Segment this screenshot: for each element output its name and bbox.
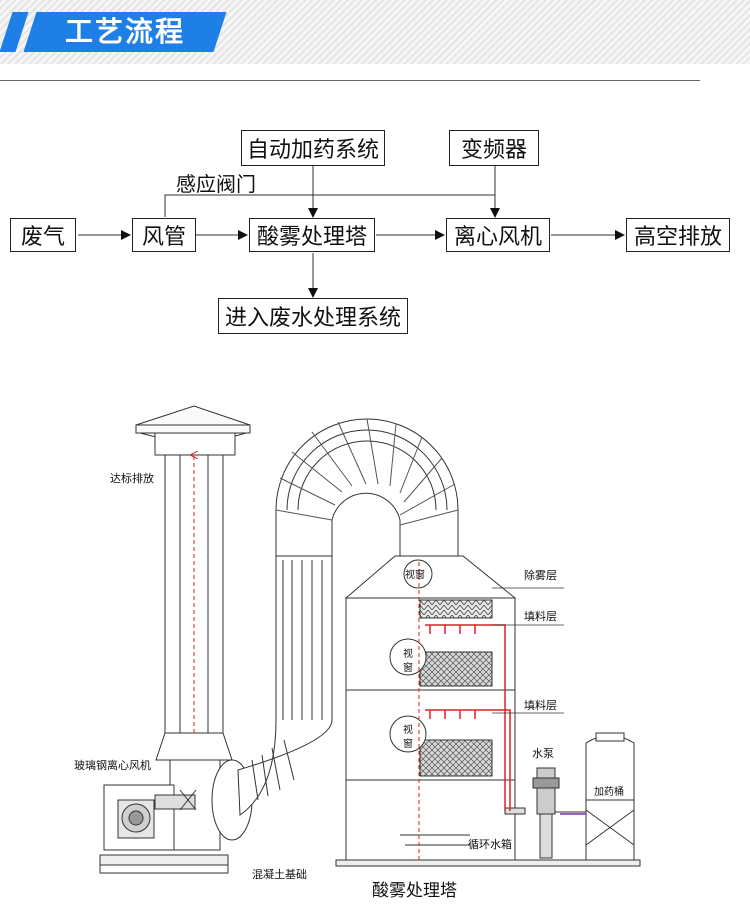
- label-pump: 水泵: [532, 747, 554, 760]
- edge-valve-loop: [164, 194, 495, 217]
- dosing-tank: [560, 732, 635, 860]
- label-foundation: 混凝土基础: [252, 868, 307, 881]
- header-divider: [0, 80, 700, 81]
- window-mid-label-1: 视: [403, 649, 413, 660]
- window-top-label: 视窗: [405, 570, 425, 581]
- pump-assembly: [504, 767, 580, 859]
- label-water-tank: 循环水箱: [468, 838, 512, 851]
- scrubber-tower: [335, 555, 641, 867]
- window-low-label-2: 窗: [403, 739, 413, 750]
- discharge-stack: [135, 405, 251, 761]
- gooseneck-duct: [275, 418, 459, 561]
- centrifugal-fan: [99, 759, 253, 874]
- label-packing-upper: 填料层: [524, 610, 557, 623]
- node-tower: 酸雾处理塔: [249, 218, 375, 252]
- window-mid-label-2: 窗: [403, 663, 413, 674]
- node-duct: 风管: [132, 218, 196, 252]
- node-wastewater: 进入废水处理系统: [218, 298, 408, 334]
- window-low-label-1: 视: [403, 725, 413, 736]
- label-dosing-tank: 加药桶: [594, 787, 624, 798]
- label-demister: 除雾层: [524, 569, 557, 582]
- flow-connectors: [78, 166, 625, 298]
- node-exhaust: 废气: [10, 218, 76, 252]
- inlet-duct: [237, 556, 333, 816]
- node-inverter: 变频器: [449, 130, 539, 166]
- label-tower: 酸雾处理塔: [372, 881, 457, 901]
- node-fan: 离心风机: [446, 218, 550, 252]
- label-discharge: 达标排放: [110, 472, 154, 485]
- label-packing-lower: 填料层: [524, 699, 557, 712]
- label-fan: 玻璃钢离心风机: [74, 759, 151, 772]
- section-header: 工艺流程: [0, 0, 750, 81]
- node-dosing: 自动加药系统: [241, 130, 385, 166]
- node-stack: 高空排放: [626, 218, 730, 252]
- edge-label-valve: 感应阀门: [176, 172, 256, 196]
